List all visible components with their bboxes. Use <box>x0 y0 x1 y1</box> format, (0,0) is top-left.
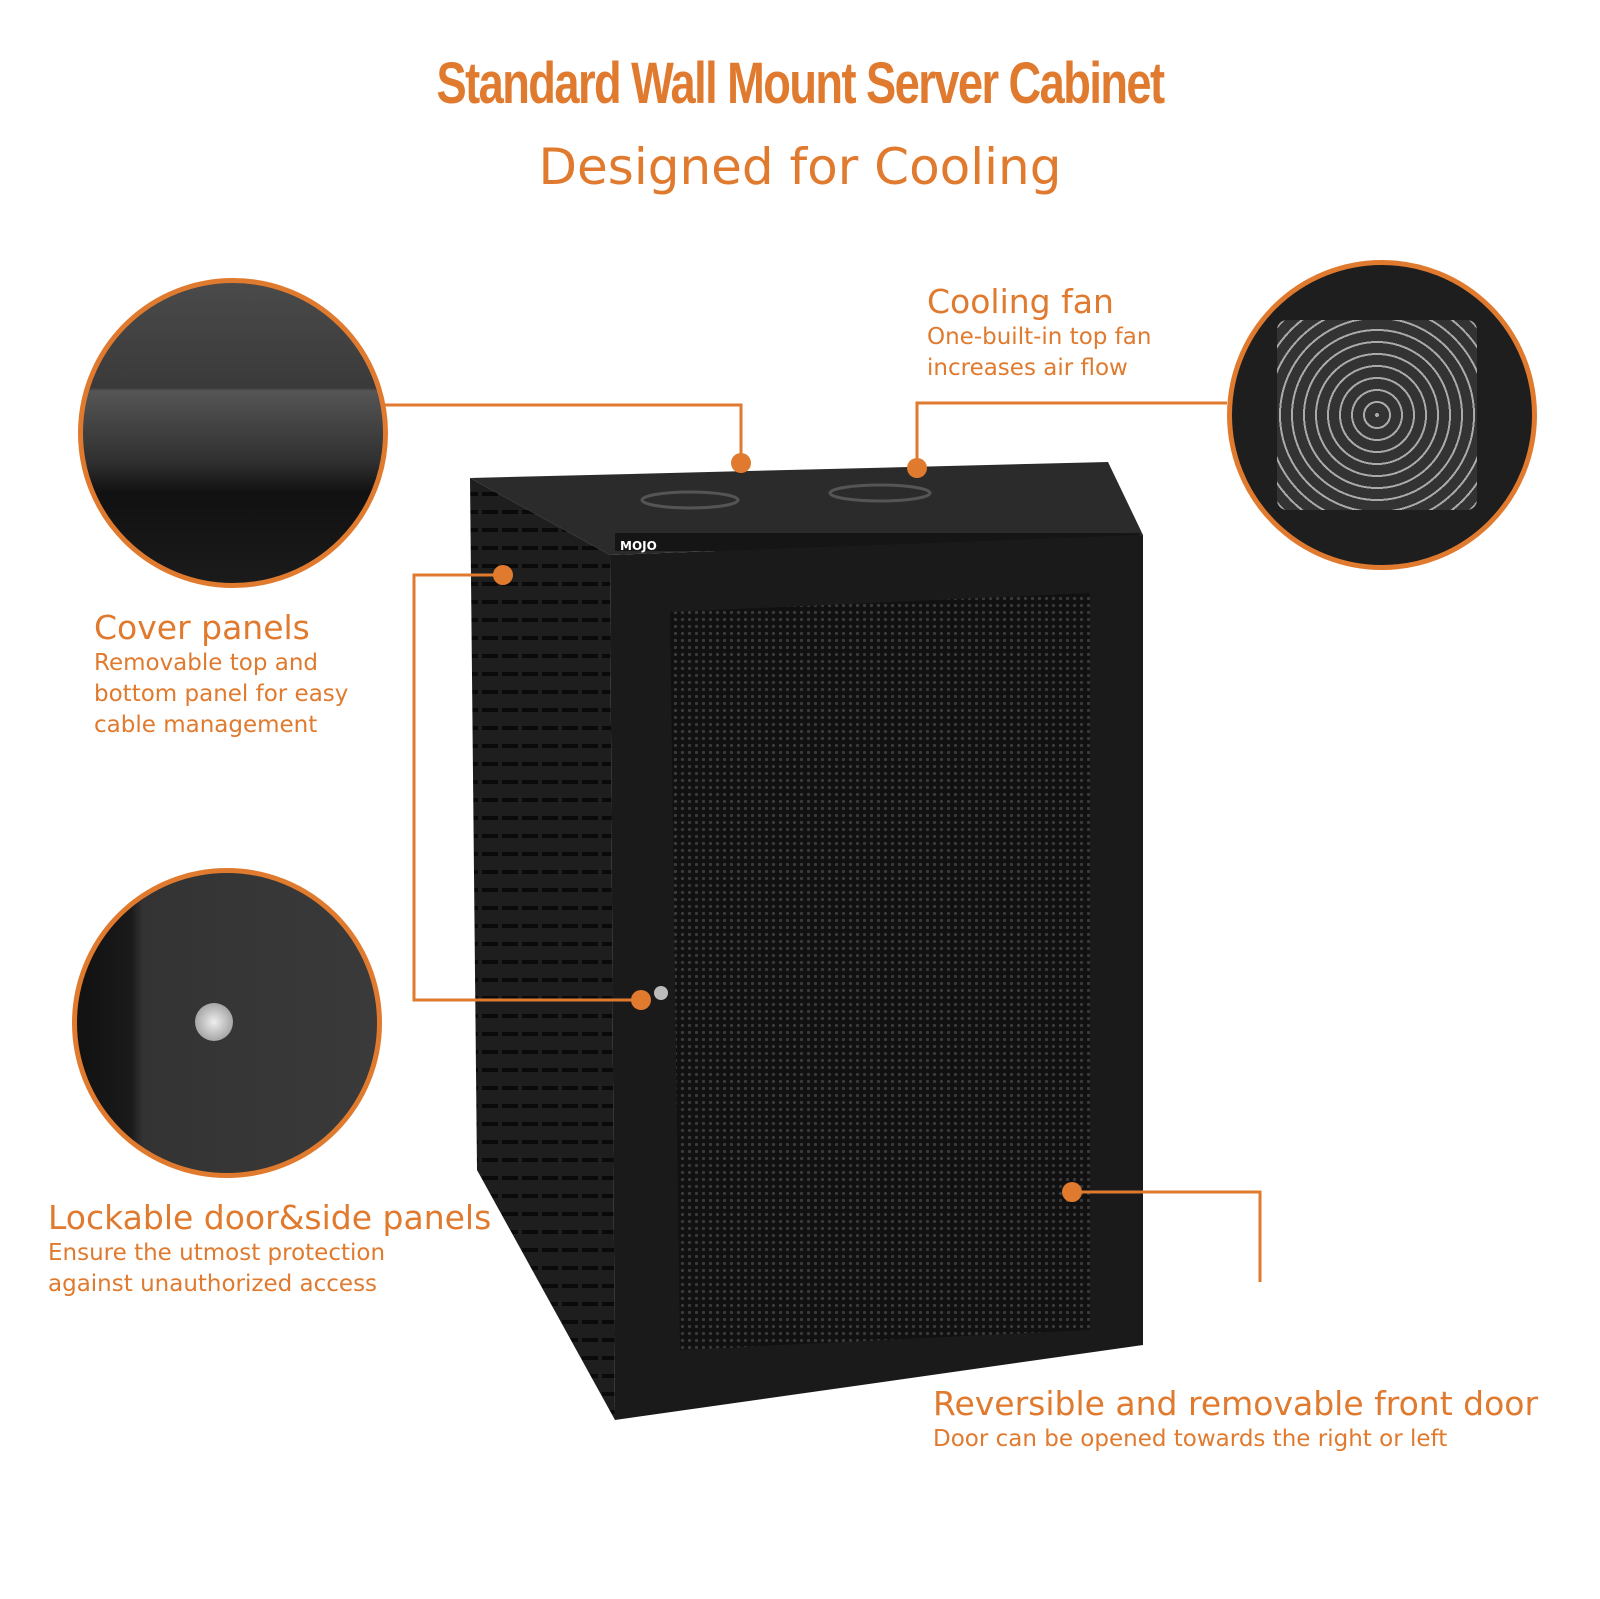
callout-lockable: Lockable door&side panels Ensure the utm… <box>48 1198 491 1300</box>
cover-panels-detail-image <box>78 278 388 588</box>
callout-title: Reversible and removable front door <box>933 1384 1539 1423</box>
callout-text: Ensure the utmost protection <box>48 1240 386 1266</box>
marker-dot <box>731 453 751 473</box>
callout-title: Cover panels <box>94 608 310 647</box>
cabinet-side <box>470 478 615 1420</box>
callout-text: increases air flow <box>927 355 1128 381</box>
callout-title: Cooling fan <box>927 282 1114 321</box>
fan-grill-icon <box>1277 320 1477 510</box>
callout-text: Door can be opened towards the right or … <box>933 1426 1448 1452</box>
callout-text: Removable top and <box>94 650 319 676</box>
callout-text: against unauthorized access <box>48 1271 378 1297</box>
cooling-fan-detail-image <box>1227 260 1537 570</box>
callout-text: cable management <box>94 712 318 738</box>
callout-text: One-built-in top fan <box>927 324 1152 350</box>
callout-cover-panels: Cover panels Removable top and bottom pa… <box>94 608 348 741</box>
cabinet-top <box>470 462 1143 555</box>
door-mesh <box>670 593 1090 1350</box>
door-lock <box>654 986 668 1000</box>
callout-text: bottom panel for easy <box>94 681 349 707</box>
callout-title: Lockable door&side panels <box>48 1198 492 1237</box>
marker-dot <box>907 458 927 478</box>
top-fan-vent <box>640 490 740 510</box>
page-title: Standard Wall Mount Server Cabinet <box>436 51 1165 116</box>
marker-dot <box>1062 1182 1082 1202</box>
marker-dot <box>493 565 513 585</box>
callout-cooling-fan: Cooling fan One-built-in top fan increas… <box>927 282 1151 384</box>
brand-logo: MOJO <box>620 539 657 553</box>
key-lock-icon <box>195 1003 233 1041</box>
lock-detail-image <box>72 868 382 1178</box>
callout-front-door: Reversible and removable front door Door… <box>933 1384 1538 1455</box>
page-subtitle: Designed for Cooling <box>538 138 1062 196</box>
top-fan-vent <box>828 483 932 503</box>
marker-dot <box>631 990 651 1010</box>
